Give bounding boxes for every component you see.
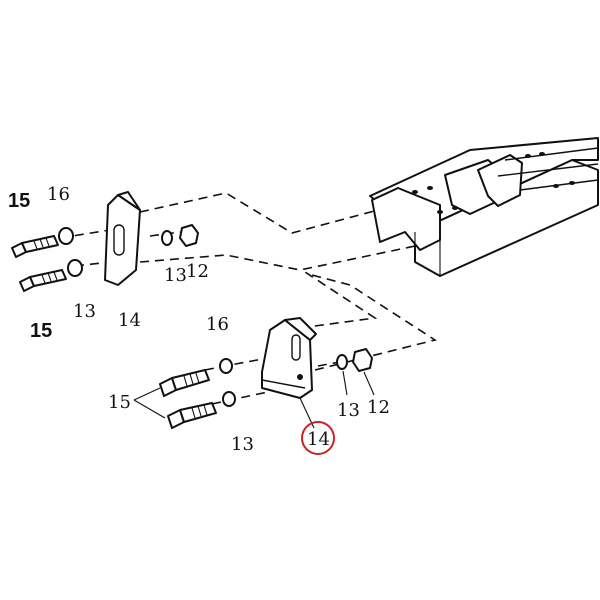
leader-12-lower [363, 371, 375, 396]
callout-lower-washer-16: 16 [206, 314, 229, 335]
bolt-shank [171, 369, 210, 391]
guide-line-lower-a [299, 271, 378, 329]
frame-hole [412, 190, 418, 194]
bolt-shank [21, 235, 59, 253]
bolt-thread [203, 404, 208, 416]
bolt-thread [45, 237, 50, 247]
frame-rail [369, 137, 599, 277]
frame-hole [525, 154, 531, 158]
bolt-thread [191, 407, 196, 419]
lower-bolt-15-a [159, 369, 210, 397]
bolt-thread [41, 274, 46, 284]
bracket-top [117, 191, 141, 211]
frame-edge-1 [504, 147, 599, 161]
bolt-shank [29, 269, 67, 287]
guide-line-lower-bolt-1 [204, 357, 269, 371]
callout-lower-lockwasher-13: 13 [337, 400, 360, 421]
frame-hole [437, 210, 443, 214]
callout-upper-washer-13: 13 [73, 301, 96, 322]
guide-line-upper-b [139, 244, 421, 271]
lower-nut-12 [352, 348, 373, 372]
bracket-hole [297, 374, 303, 380]
frame-hole [569, 181, 575, 185]
callout-lower-washer-13: 13 [231, 434, 254, 455]
upper-bolt-15-lower [19, 269, 67, 292]
bolt-thread [39, 238, 44, 248]
bracket-slot [291, 334, 301, 361]
frame-hole [539, 152, 545, 156]
guide-line-lower-bolt-2 [211, 391, 269, 405]
lower-lockwasher-13 [336, 354, 348, 370]
lower-washer-13 [222, 391, 236, 407]
callout-upper-nut-12: 12 [186, 261, 209, 282]
upper-bolt-15 [11, 235, 59, 258]
callout-lower-bracket-14: 14 [307, 429, 330, 450]
upper-washer-13 [67, 259, 83, 277]
leader-15-a [133, 387, 161, 401]
bracket-flange [261, 379, 306, 389]
bolt-thread [195, 372, 200, 384]
bolt-shank [179, 402, 217, 423]
callout-lower-bolts-15: 15 [108, 392, 131, 413]
callout-upper-lockwasher-13: 13 [164, 265, 187, 286]
callout-upper-bolt-15: 15 [8, 190, 30, 212]
bracket-top [284, 317, 317, 341]
bolt-thread [189, 373, 194, 385]
bracket-slot [113, 224, 125, 256]
upper-lockwasher-13 [161, 230, 173, 246]
frame-mount-block-2 [477, 154, 523, 207]
upper-bracket-14 [104, 191, 141, 286]
upper-washer-16 [58, 227, 74, 245]
frame-edge-3 [519, 179, 599, 191]
frame-crossmember [371, 187, 441, 251]
bolt-thread [33, 240, 38, 250]
frame-hole [452, 206, 458, 210]
lower-washer-16 [219, 358, 233, 374]
bolt-thread [183, 375, 188, 387]
guide-line-upper-a [139, 192, 379, 234]
guide-line-lower-b [311, 274, 437, 371]
callout-upper-bracket-14: 14 [118, 310, 141, 331]
highlight-circle [301, 421, 335, 455]
callout-lower-nut-12: 12 [367, 397, 390, 418]
frame-edge-2 [497, 163, 599, 177]
frame-hole [553, 184, 559, 188]
bolt-thread [53, 271, 58, 281]
leader-13-lower [342, 370, 348, 396]
lower-bracket-14 [261, 317, 317, 399]
leader-15-b [133, 399, 166, 419]
frame-hole [427, 186, 433, 190]
bolt-thread [197, 405, 202, 417]
bracket-face [104, 194, 141, 286]
callout-upper-washer-16: 16 [47, 184, 70, 205]
lower-bolt-15-b [167, 402, 217, 429]
bolt-thread [47, 272, 52, 282]
callout-upper-bolt-15-lower: 15 [30, 320, 52, 342]
upper-nut-12 [179, 224, 199, 247]
